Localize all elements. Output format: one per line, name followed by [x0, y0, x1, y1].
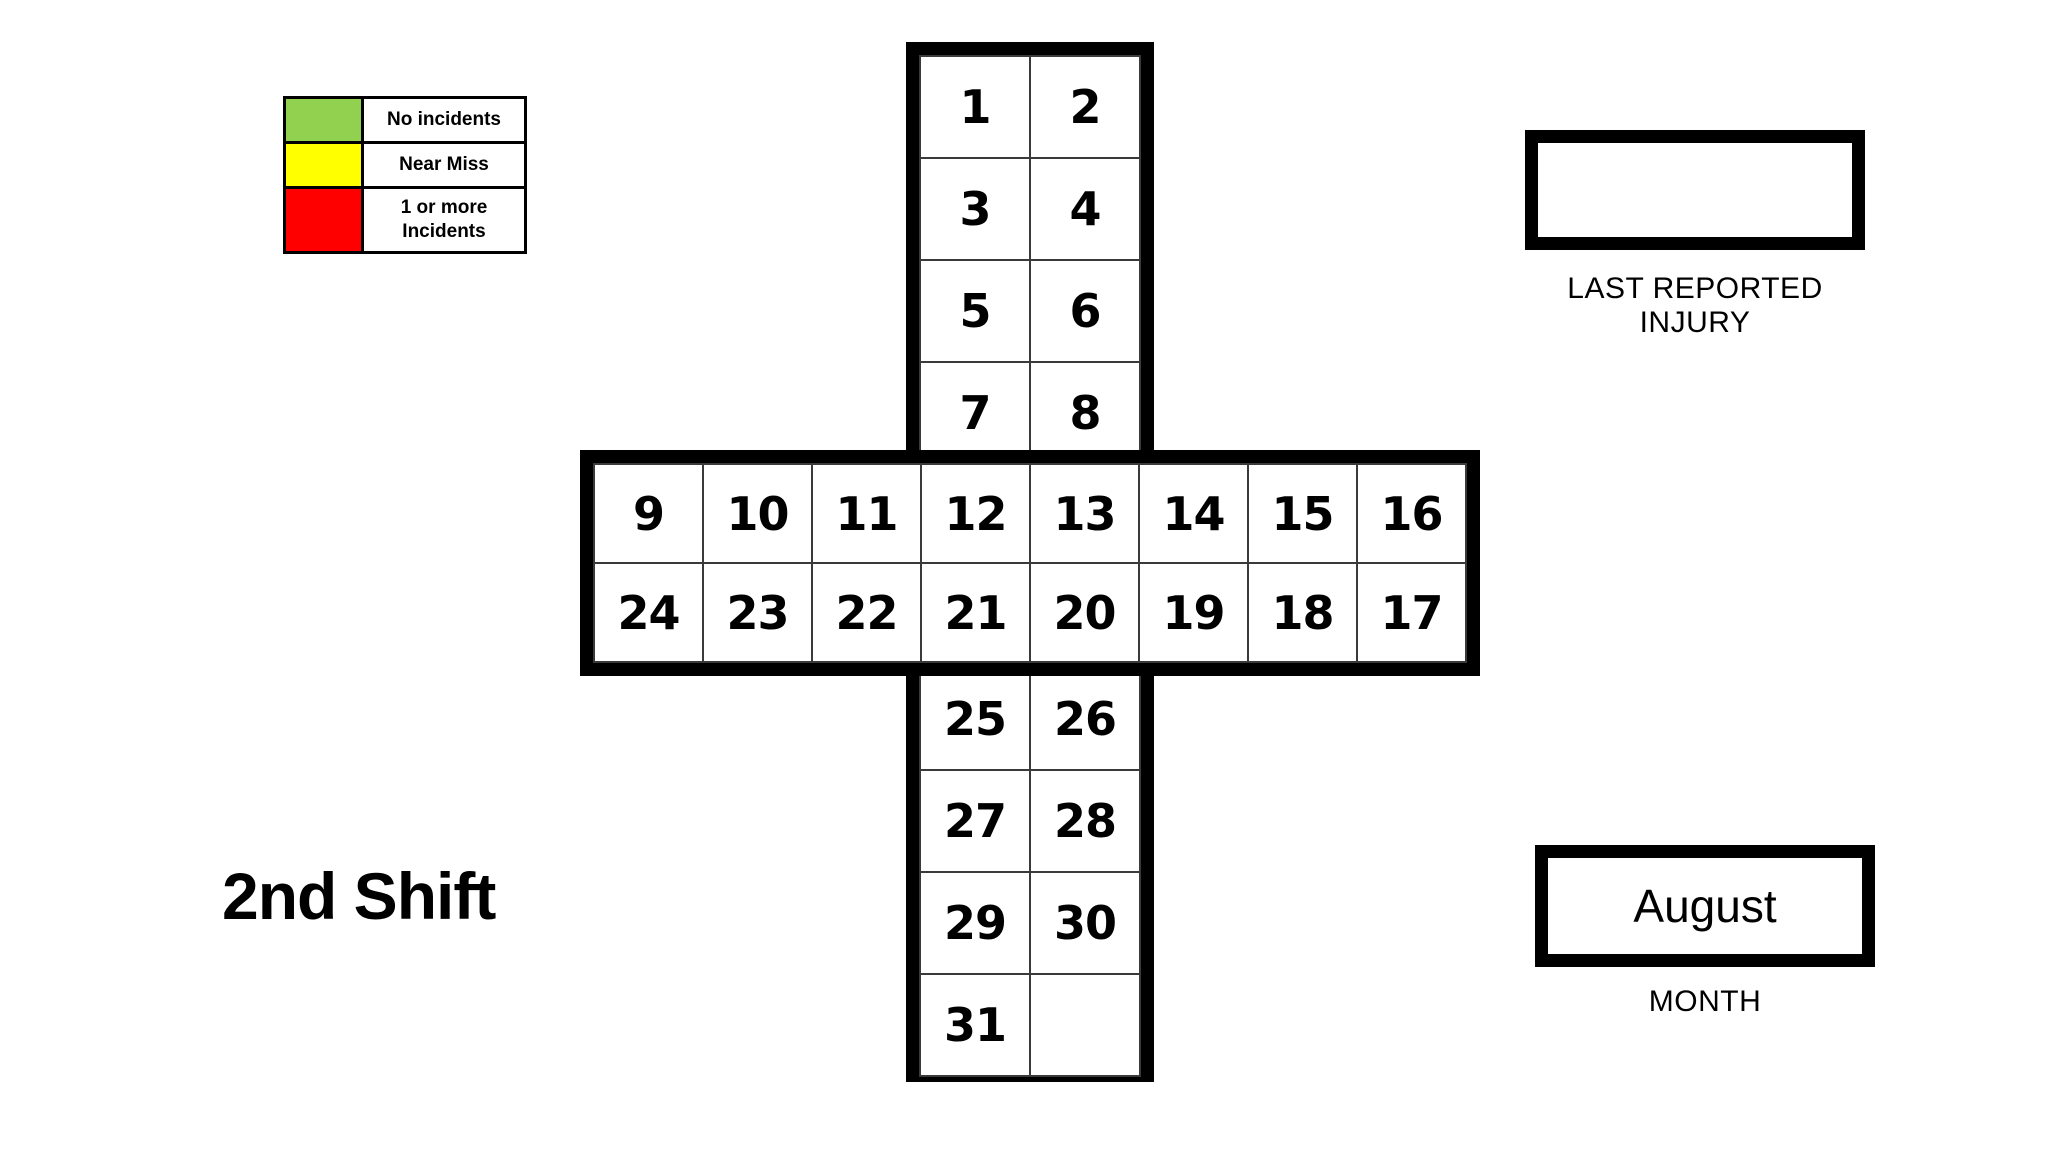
legend-label-one-or-more-incidents: 1 or more Incidents: [400, 197, 488, 242]
calendar-day-cell-31[interactable]: 31: [919, 973, 1031, 1077]
legend-row: 1 or more Incidents: [286, 189, 524, 251]
shift-title: 2nd Shift: [222, 859, 496, 933]
last-reported-injury-box[interactable]: [1525, 130, 1865, 250]
calendar-day-cell-9[interactable]: 9: [593, 463, 704, 564]
legend-swatch-green: [286, 99, 364, 141]
legend-swatch-yellow: [286, 144, 364, 186]
last-reported-injury-caption: LAST REPORTED INJURY: [1567, 272, 1823, 339]
legend-label-near-miss: Near Miss: [399, 154, 489, 176]
calendar-day-cell-14[interactable]: 14: [1138, 463, 1249, 564]
calendar-day-cell-3[interactable]: 3: [919, 157, 1031, 261]
calendar-day-cell-24[interactable]: 24: [593, 562, 704, 663]
legend-swatch-red: [286, 189, 364, 251]
month-value: August: [1633, 880, 1777, 932]
calendar-day-cell-17[interactable]: 17: [1356, 562, 1467, 663]
month-caption: MONTH: [1648, 985, 1762, 1018]
month-box[interactable]: August: [1535, 845, 1875, 967]
calendar-day-cell-11[interactable]: 11: [811, 463, 922, 564]
calendar-day-cell-2[interactable]: 2: [1029, 55, 1141, 159]
calendar-day-cell-6[interactable]: 6: [1029, 259, 1141, 363]
calendar-day-cell-7[interactable]: 7: [919, 361, 1031, 465]
calendar-day-cell-16[interactable]: 16: [1356, 463, 1467, 564]
calendar-day-cell-5[interactable]: 5: [919, 259, 1031, 363]
calendar-day-cell-empty[interactable]: [1029, 973, 1141, 1077]
calendar-day-cell-27[interactable]: 27: [919, 769, 1031, 873]
calendar-day-cell-4[interactable]: 4: [1029, 157, 1141, 261]
calendar-day-cell-20[interactable]: 20: [1029, 562, 1140, 663]
legend-row: No incidents: [286, 99, 524, 144]
calendar-day-cell-22[interactable]: 22: [811, 562, 922, 663]
calendar-day-cell-19[interactable]: 19: [1138, 562, 1249, 663]
calendar-day-cell-13[interactable]: 13: [1029, 463, 1140, 564]
calendar-day-cell-23[interactable]: 23: [702, 562, 813, 663]
legend-label-no-incidents: No incidents: [386, 109, 501, 131]
calendar-day-cell-18[interactable]: 18: [1247, 562, 1358, 663]
calendar-day-cell-25[interactable]: 25: [919, 667, 1031, 771]
calendar-day-cell-21[interactable]: 21: [920, 562, 1031, 663]
calendar-day-cell-26[interactable]: 26: [1029, 667, 1141, 771]
calendar-day-cell-10[interactable]: 10: [702, 463, 813, 564]
calendar-day-cell-30[interactable]: 30: [1029, 871, 1141, 975]
calendar-day-cell-29[interactable]: 29: [919, 871, 1031, 975]
calendar-day-cell-15[interactable]: 15: [1247, 463, 1358, 564]
calendar-day-cell-28[interactable]: 28: [1029, 769, 1141, 873]
incident-legend: No incidents Near Miss 1 or more Inciden…: [283, 96, 527, 254]
legend-row: Near Miss: [286, 144, 524, 189]
calendar-day-cell-12[interactable]: 12: [920, 463, 1031, 564]
calendar-day-cell-1[interactable]: 1: [919, 55, 1031, 159]
